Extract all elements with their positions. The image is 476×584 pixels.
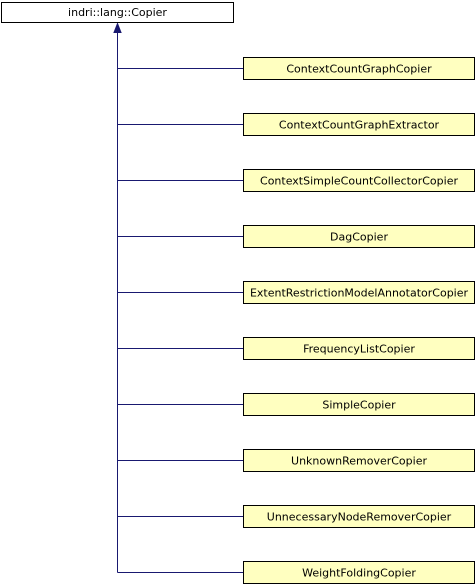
derived-class-label: ExtentRestrictionModelAnnotatorCopier [250, 287, 469, 300]
base-class-node[interactable]: indri::lang::Copier [1, 2, 234, 23]
derived-class-node[interactable]: SimpleCopier [243, 393, 475, 416]
derived-class-node[interactable]: WeightFoldingCopier [243, 561, 475, 584]
derived-class-box [243, 281, 475, 304]
derived-class-label: WeightFoldingCopier [302, 567, 416, 580]
derived-class-box [243, 57, 475, 80]
derived-class-label: UnknownRemoverCopier [291, 455, 427, 468]
inheritance-arrowhead [113, 22, 122, 33]
derived-class-label: SimpleCopier [322, 399, 396, 412]
derived-class-box [243, 169, 475, 192]
derived-class-label: ContextCountGraphExtractor [279, 119, 440, 132]
derived-class-node[interactable]: ExtentRestrictionModelAnnotatorCopier [243, 281, 475, 304]
derived-class-box [243, 393, 475, 416]
derived-class-node[interactable]: UnknownRemoverCopier [243, 449, 475, 472]
derived-class-label: DagCopier [330, 231, 388, 244]
derived-class-label: ContextCountGraphCopier [286, 63, 432, 76]
derived-class-label: ContextSimpleCountCollectorCopier [260, 175, 458, 188]
inheritance-edges [113, 22, 244, 573]
derived-class-node[interactable]: ContextCountGraphCopier [243, 57, 475, 80]
derived-class-node[interactable]: FrequencyListCopier [243, 337, 475, 360]
derived-class-node[interactable]: ContextSimpleCountCollectorCopier [243, 169, 475, 192]
derived-class-nodes: ContextCountGraphCopierContextCountGraph… [243, 57, 475, 584]
derived-class-node[interactable]: ContextCountGraphExtractor [243, 113, 475, 136]
derived-class-box [243, 113, 475, 136]
derived-class-label: FrequencyListCopier [303, 343, 415, 356]
derived-class-label: UnnecessaryNodeRemoverCopier [267, 511, 452, 524]
derived-class-node[interactable]: UnnecessaryNodeRemoverCopier [243, 505, 475, 528]
base-class-label: indri::lang::Copier [68, 6, 167, 19]
derived-class-box [243, 225, 475, 248]
derived-class-box [243, 449, 475, 472]
derived-class-box [243, 505, 475, 528]
derived-class-node[interactable]: DagCopier [243, 225, 475, 248]
base-class-box [1, 2, 234, 23]
derived-class-box [243, 337, 475, 360]
